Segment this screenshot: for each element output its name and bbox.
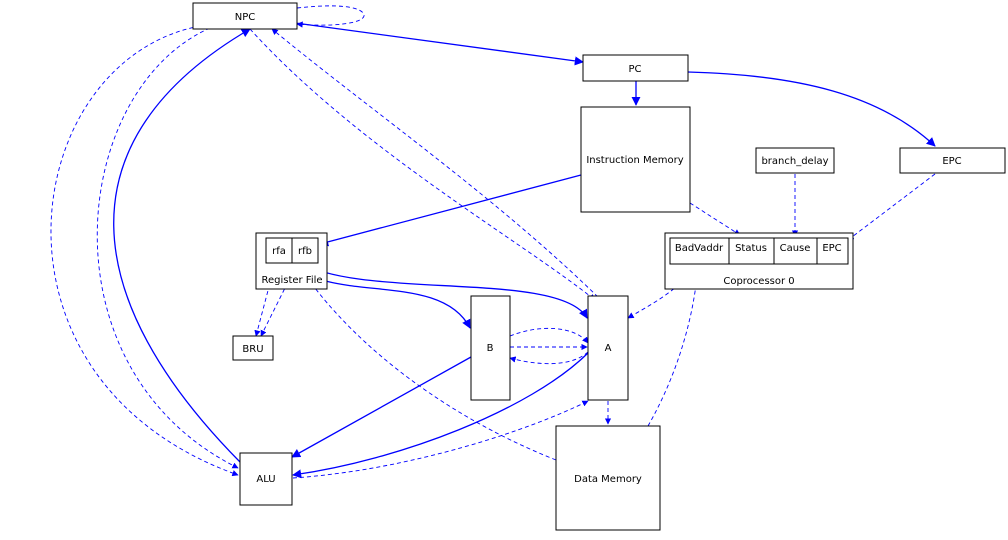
edge-a-b-bottom <box>509 351 589 365</box>
edge-rf-a <box>299 261 588 319</box>
cp0-field-cause-label: Cause <box>780 243 811 254</box>
edge-pc-epc <box>687 71 936 147</box>
node-bru-label: BRU <box>242 344 263 355</box>
register-port-rfb[interactable] <box>291 237 319 264</box>
edge-a-alu <box>292 352 589 479</box>
edge-alu-npc <box>113 28 251 463</box>
edge-data-memory-badvaddr <box>647 264 701 427</box>
edge-b-a-top <box>509 327 589 344</box>
node-b[interactable]: B <box>470 295 511 401</box>
edge-rfa-bru <box>254 263 276 337</box>
node-instruction-memory[interactable]: Instruction Memory <box>580 106 691 213</box>
node-bru[interactable]: BRU <box>232 335 274 361</box>
node-a[interactable]: A <box>587 295 629 401</box>
node-epc[interactable]: EPC <box>899 147 1006 174</box>
node-a-label: A <box>605 343 612 354</box>
edge-b-alu <box>291 356 472 458</box>
node-instruction-memory-label: Instruction Memory <box>586 155 683 166</box>
node-data-memory[interactable]: Data Memory <box>555 425 661 531</box>
register-port-rfb-label: rfb <box>298 246 312 257</box>
register-port-rfa-label: rfa <box>272 246 286 257</box>
node-npc[interactable]: NPC <box>192 2 298 30</box>
edge-npc-alu-inner <box>96 27 239 469</box>
edge-epc-coprocessor-epc <box>847 173 936 241</box>
edge-alu-a <box>292 400 589 479</box>
cp0-field-badvaddr-label: BadVaddr <box>675 243 724 254</box>
node-data-memory-label: Data Memory <box>574 474 642 485</box>
edge-instruction-memory-rfb <box>319 174 582 247</box>
cp0-field-epc-label: EPC <box>822 243 841 254</box>
node-branch-delay[interactable]: branch_delay <box>755 147 835 174</box>
node-npc-label: NPC <box>235 12 256 23</box>
edge-npc-a <box>249 28 596 301</box>
node-pc[interactable]: PC <box>582 54 689 82</box>
node-register-file-label: Register File <box>261 275 322 286</box>
cp0-field-epc[interactable] <box>816 237 849 265</box>
cp0-field-status[interactable] <box>728 237 775 265</box>
node-register-file[interactable]: rfa rfb Register File <box>255 232 328 290</box>
edge-instruction-memory-status <box>689 202 741 236</box>
node-alu-label: ALU <box>256 474 275 485</box>
cp0-field-status-label: Status <box>735 243 767 254</box>
edge-npc-pc <box>279 16 584 66</box>
cp0-field-badvaddr[interactable] <box>669 237 730 265</box>
node-branch-delay-label: branch_delay <box>761 156 828 167</box>
edge-npc-self-loop <box>296 5 365 28</box>
node-b-label: B <box>487 343 494 354</box>
node-alu[interactable]: ALU <box>239 452 293 506</box>
edge-data-memory-npc <box>271 28 604 303</box>
node-coprocessor0-label: Coprocessor 0 <box>723 276 794 287</box>
node-epc-label: EPC <box>942 156 961 167</box>
register-port-rfa[interactable] <box>265 237 293 264</box>
node-coprocessor0[interactable]: BadVaddr Status Cause EPC Coprocessor 0 <box>664 232 854 290</box>
node-pc-label: PC <box>628 64 641 75</box>
edge-data-memory-rfb <box>297 263 557 461</box>
edge-npc-alu-outer <box>50 25 239 477</box>
